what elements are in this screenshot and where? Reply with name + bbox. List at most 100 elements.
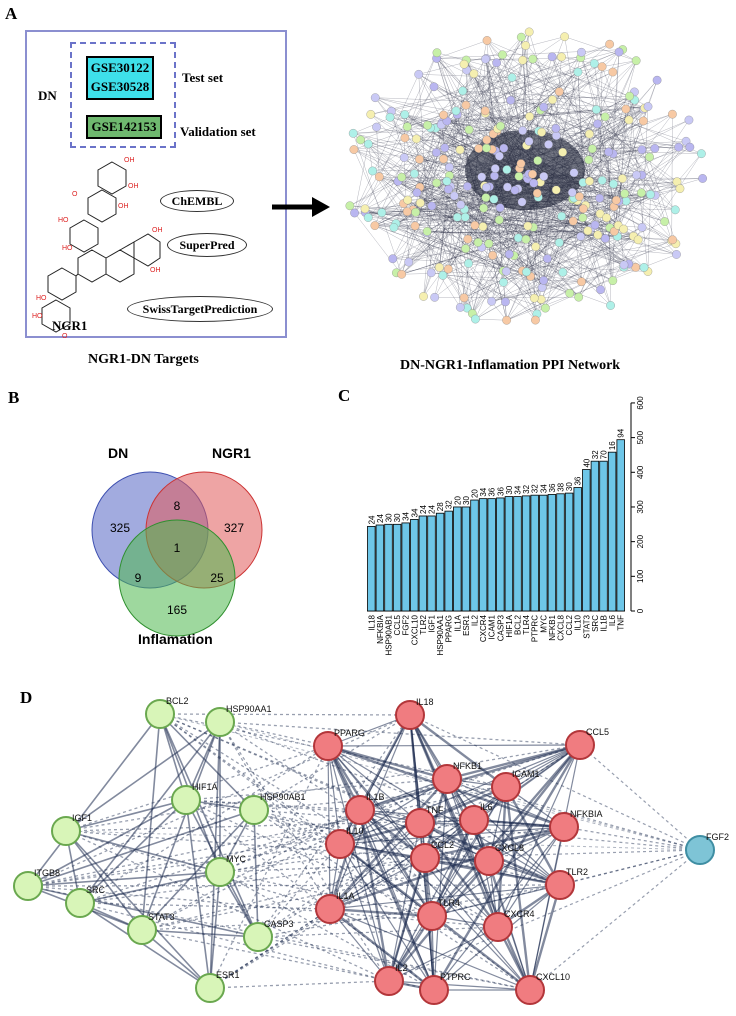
edge (79, 819, 475, 904)
edge (65, 819, 475, 832)
big-node (502, 165, 512, 174)
big-edge (506, 254, 677, 321)
edge (419, 785, 507, 825)
bar-data-label: 36 (488, 487, 497, 496)
svg-text:HO: HO (32, 313, 43, 320)
big-node (539, 102, 549, 112)
big-node (412, 134, 421, 144)
big-edge (617, 109, 627, 226)
bar-CCL2 (564, 492, 574, 612)
big-edge (354, 74, 419, 214)
big-node (560, 32, 569, 42)
big-node (618, 174, 627, 183)
edge (473, 818, 565, 829)
edge (27, 714, 411, 887)
big-edge (604, 116, 665, 222)
big-edge (416, 138, 527, 273)
edge (27, 822, 421, 887)
big-node (455, 303, 465, 312)
big-edge (588, 108, 644, 161)
big-node (403, 195, 413, 205)
node-FGF2 (685, 835, 715, 865)
compound-label: NGR1 (52, 318, 88, 333)
big-edge (671, 114, 673, 241)
node-IGF1 (51, 816, 81, 846)
bar-IL1A (453, 506, 462, 612)
edge (430, 819, 476, 917)
big-edge (379, 176, 645, 268)
category-label: TLR4 (522, 614, 531, 634)
big-node (621, 196, 631, 206)
node-label-CASP3: CASP3 (264, 919, 294, 929)
big-node (684, 115, 694, 125)
big-edge (435, 109, 597, 129)
big-node (439, 154, 448, 164)
node-label-ESR1: ESR1 (216, 970, 240, 980)
svg-text:HO: HO (62, 245, 73, 252)
y-tick-label: 200 (636, 534, 645, 548)
bar-data-label: 36 (548, 483, 557, 492)
big-edge (564, 36, 599, 235)
big-node (439, 110, 448, 120)
node-IL2 (374, 966, 404, 996)
big-node (539, 276, 549, 285)
ppi-edges (27, 713, 701, 992)
big-edge (408, 232, 428, 263)
big-node (551, 131, 561, 141)
node-label-ITGB8: ITGB8 (34, 868, 60, 878)
big-edge (349, 205, 598, 236)
big-node (464, 125, 474, 135)
big-edge (460, 225, 619, 308)
edge (579, 744, 701, 851)
bar-data-label: 36 (574, 476, 583, 485)
venn-diagram: DN NGR1 Inflamation 325 327 8 1 9 25 165 (91, 445, 263, 647)
edge (257, 936, 531, 991)
y-tick-label: 500 (636, 430, 645, 444)
edge (159, 713, 411, 716)
big-edge (612, 153, 676, 211)
big-edge (419, 186, 579, 298)
big-edge (510, 99, 541, 111)
big-edge (447, 105, 467, 270)
big-edge (391, 111, 536, 247)
venn-count-all: 1 (174, 541, 181, 555)
edge (141, 915, 433, 931)
edge (329, 908, 435, 991)
test-gse-1: GSE30122 (90, 60, 150, 75)
big-node (455, 145, 465, 155)
big-edge (608, 151, 681, 189)
edge (504, 786, 562, 886)
big-node (366, 110, 376, 119)
edge (529, 826, 565, 991)
edge (446, 778, 701, 851)
big-edge (482, 226, 613, 281)
big-edge (365, 212, 570, 294)
svg-text:O: O (62, 333, 68, 340)
big-node (529, 293, 539, 303)
big-node (479, 203, 488, 213)
big-edge (551, 56, 590, 182)
big-edge (533, 224, 596, 228)
big-edge (349, 71, 579, 206)
big-edge (530, 227, 643, 277)
big-edge (353, 149, 418, 193)
big-edge (396, 73, 475, 273)
svg-text:O: O (72, 191, 78, 198)
bar-IL10 (573, 487, 582, 612)
edge (329, 908, 531, 991)
big-node (569, 168, 579, 178)
big-node (397, 172, 407, 182)
big-node (668, 109, 677, 119)
node-HSP90AA1 (205, 707, 235, 737)
panel-label-a: A (5, 4, 18, 23)
big-edge (416, 128, 436, 193)
big-edge (596, 109, 676, 210)
ppi-subnetwork: BCL2HSP90AA1HIF1AHSP90AB1IGF1MYCITGB8SRC… (13, 696, 729, 1005)
big-edge (599, 66, 603, 199)
big-edge (499, 207, 579, 298)
big-node (541, 303, 550, 313)
big-node (499, 277, 508, 287)
big-edge (374, 195, 656, 226)
big-node (625, 91, 634, 101)
